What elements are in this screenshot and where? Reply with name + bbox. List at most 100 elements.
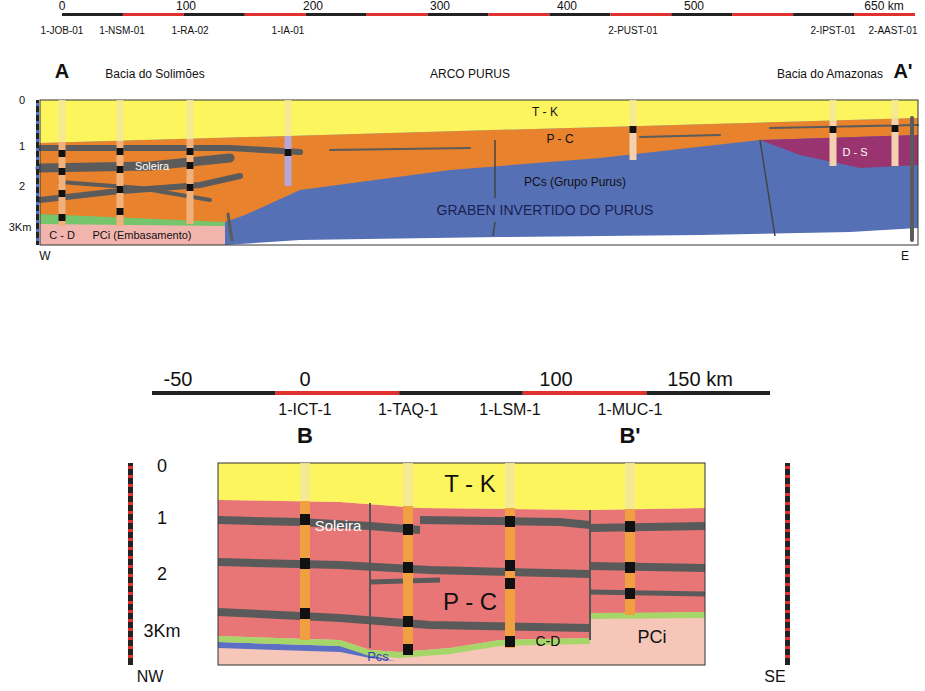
scale-bar-segment: [62, 13, 123, 16]
unit-name: C - D: [49, 229, 75, 242]
depth-dash: [36, 130, 39, 133]
depth-dash: [128, 493, 133, 496]
well-name: 1-NSM-01: [99, 25, 145, 37]
sill: [330, 148, 470, 150]
well-sill-hit: [59, 168, 66, 175]
section-end-letter: B: [297, 423, 313, 448]
well-sill-hit: [300, 514, 310, 525]
well-sill-hit: [892, 125, 899, 132]
sill: [590, 566, 705, 568]
depth-dash: [36, 184, 39, 187]
scale-bar-segment: [646, 391, 770, 395]
basin-name: Bacia do Amazonas: [777, 68, 883, 82]
scale-bar-segment: [306, 13, 367, 16]
scale-number: 0: [299, 368, 310, 391]
scale-bar-segment: [549, 13, 610, 16]
depth-dash: [785, 646, 790, 649]
scale-bar-segment: [399, 391, 523, 395]
scale-number: 500: [684, 0, 704, 14]
scale-bar-segment: [367, 13, 428, 16]
depth-dash: [785, 484, 790, 487]
scale-number: 400: [557, 0, 577, 14]
well-name: 1-LSM-1: [479, 401, 540, 419]
pc-layer: [218, 500, 705, 652]
depth-dash: [128, 556, 133, 559]
depth-dash: [36, 112, 39, 115]
depth-dash: [128, 646, 133, 649]
scale-bar-segment: [489, 13, 550, 16]
unit-name: T - K: [532, 106, 558, 120]
sill: [590, 592, 705, 594]
sill: [590, 526, 705, 528]
depth-dash: [36, 238, 39, 241]
well-sill-hit: [625, 562, 635, 573]
depth-dash: [785, 493, 790, 496]
depth-dash: [36, 202, 39, 205]
depth-bar: [36, 100, 39, 245]
sill: [640, 135, 720, 137]
depth-bar: [785, 463, 790, 665]
well-lower: [59, 142, 66, 226]
well-sill-hit: [625, 521, 635, 532]
depth-dash: [785, 511, 790, 514]
basin-name: Bacia do Solimões: [105, 68, 204, 82]
section-end-letter: A': [893, 60, 912, 83]
depth-dash: [128, 637, 133, 640]
sill: [40, 148, 300, 152]
section-frame: [218, 463, 705, 665]
well-lower: [830, 121, 837, 166]
depth-dash: [785, 475, 790, 478]
well-sill-hit: [285, 149, 292, 156]
well-sill-hit: [830, 126, 837, 133]
well-sill-hit: [300, 558, 310, 569]
cd-layer: [218, 615, 705, 655]
depth-dash: [785, 655, 790, 658]
scale-bar-segment: [732, 13, 793, 16]
section-frame-fill: [40, 100, 918, 245]
scale-bar-segment: [152, 391, 276, 395]
structure-name: GRABEN INVERTIDO DO PURUS: [437, 202, 654, 218]
well-upper: [187, 100, 194, 139]
depth-dash: [128, 520, 133, 523]
pci-basement: [218, 463, 705, 665]
well-upper: [117, 100, 124, 141]
well-lower: [625, 509, 635, 615]
depth-dash: [128, 619, 133, 622]
depth-dash: [785, 628, 790, 631]
well-sill-hit: [117, 166, 124, 173]
depth-dash: [785, 619, 790, 622]
depth-dash: [128, 529, 133, 532]
scale-bar-segment: [671, 13, 732, 16]
depth-dash: [128, 475, 133, 478]
depth-dash: [785, 538, 790, 541]
depth-dash: [36, 139, 39, 142]
section-base-cut: [225, 228, 918, 245]
depth-dash: [128, 628, 133, 631]
well-sill-hit: [403, 616, 413, 627]
depth-dash: [128, 583, 133, 586]
depth-dash: [128, 484, 133, 487]
well-sill-hit: [403, 644, 413, 655]
direction-label: W: [39, 250, 50, 264]
well-sill-hit: [187, 162, 194, 169]
depth-dash: [128, 502, 133, 505]
sill: [40, 176, 240, 200]
depth-bar: [128, 463, 133, 665]
depth-dash: [785, 520, 790, 523]
scale-bar-segment: [184, 13, 245, 16]
scale-bar-segment: [854, 13, 915, 16]
well-sill-hit: [187, 184, 194, 191]
scale-bar-segment: [610, 13, 671, 16]
well-sill-hit: [59, 190, 66, 197]
scale-number: 100: [176, 0, 196, 14]
well-lower: [630, 126, 637, 160]
well-sill-hit: [187, 148, 194, 155]
depth-dash: [36, 148, 39, 151]
well-sill-hit: [625, 588, 635, 599]
scale-bar-segment: [276, 391, 400, 395]
unit-name: PCs (Grupo Purus): [524, 176, 626, 190]
depth-dash: [36, 211, 39, 214]
well-lower: [117, 141, 124, 226]
depth-dash: [785, 529, 790, 532]
